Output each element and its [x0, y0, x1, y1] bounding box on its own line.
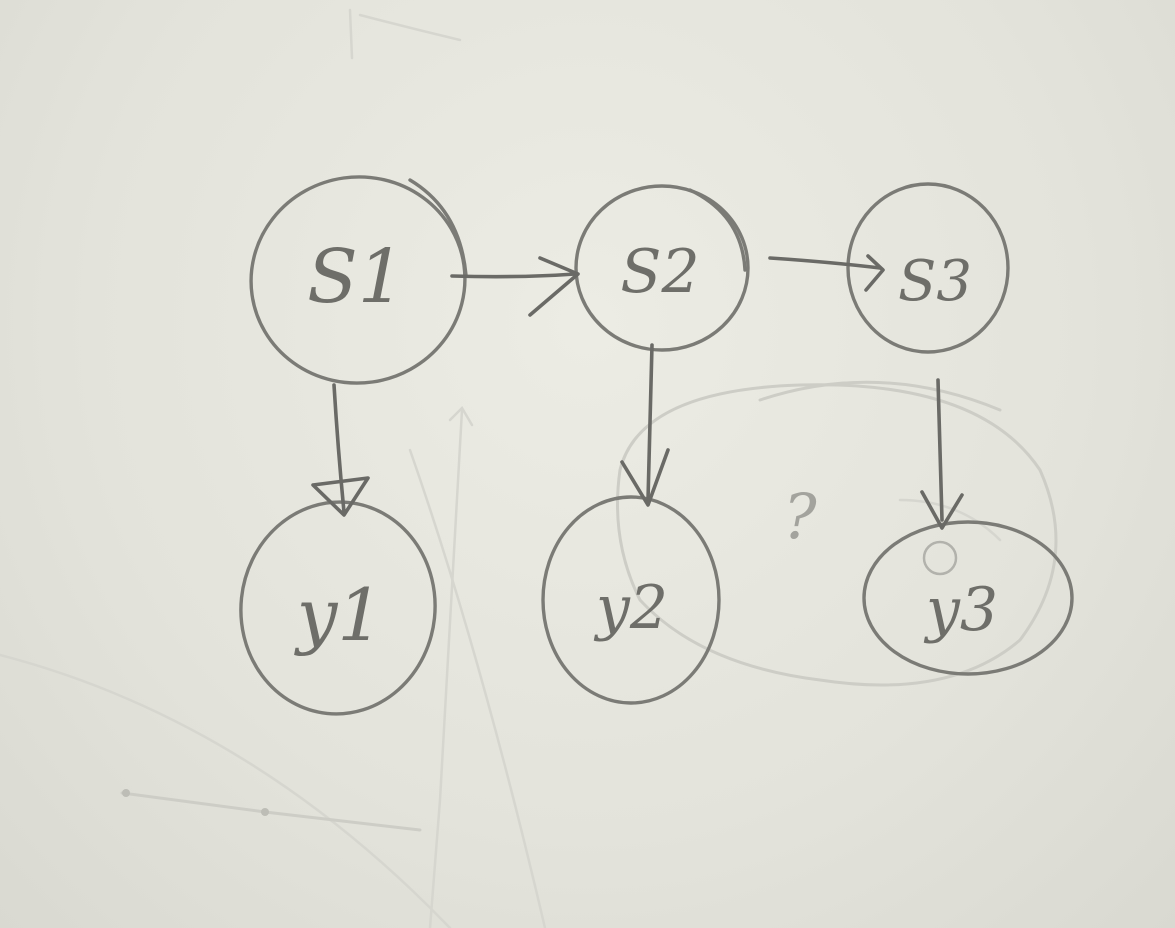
- node-y1: [239, 500, 437, 716]
- node-s2: [574, 184, 750, 352]
- label-y1: y1: [294, 573, 383, 657]
- node-y2: [541, 495, 721, 705]
- node-s3: [846, 182, 1010, 354]
- edge-s2-s3: [768, 254, 885, 292]
- annotation-question-mark: ?: [783, 480, 817, 553]
- label-y3: y3: [923, 575, 998, 645]
- node-y3: [862, 520, 1074, 676]
- edge-s3-y3: [920, 378, 964, 530]
- edge-s1-y1: [311, 383, 370, 517]
- label-s2: S2: [620, 237, 699, 307]
- edge-s1-s2: [450, 256, 580, 317]
- edge-s2-y2: [620, 343, 670, 507]
- label-s1: S1: [307, 234, 405, 320]
- label-s3: S3: [898, 249, 972, 314]
- label-y2: y2: [593, 573, 668, 643]
- node-s1: [249, 175, 468, 385]
- erased-strokes: [0, 8, 1058, 928]
